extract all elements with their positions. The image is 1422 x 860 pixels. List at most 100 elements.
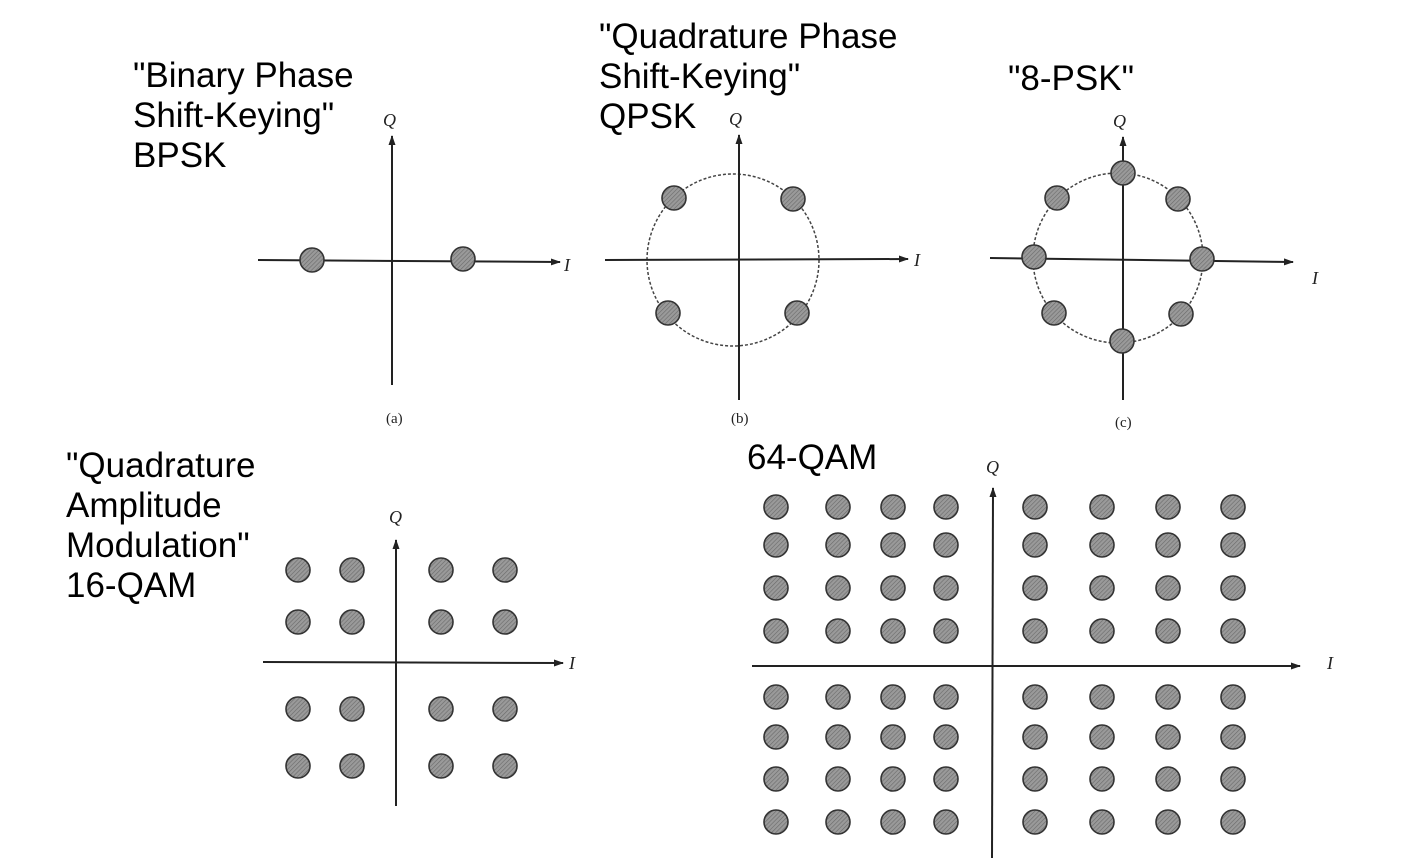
64qam-point [933,494,959,520]
8psk-sublabel: (c) [1115,415,1132,431]
64qam-point [933,809,959,835]
qpsk-i-label: I [913,250,921,270]
8psk-point [1044,185,1070,211]
64qam-point [933,766,959,792]
64qam-point [1089,766,1115,792]
64qam-point [1089,532,1115,558]
16qam-i-label: I [568,653,576,673]
16qam-point [339,753,365,779]
64qam-point [880,532,906,558]
8psk-point [1021,244,1047,270]
8psk-i-label: I [1311,268,1319,288]
64qam-point [825,766,851,792]
bpsk-title: "Binary Phase Shift-Keying" BPSK [133,56,354,175]
64qam-point [763,809,789,835]
bpsk-q-label: Q [383,110,396,130]
qpsk-point [784,300,810,326]
64qam-point [1220,766,1246,792]
64qam-point [763,532,789,558]
64qam-point [880,618,906,644]
8psk-diagram: I Q (c) [989,111,1319,431]
qpsk-point [661,185,687,211]
64qam-point [1155,494,1181,520]
64qam-point [1155,532,1181,558]
64qam-point [1220,532,1246,558]
8psk-point [1165,186,1191,212]
64qam-diagram: I Q [752,457,1334,859]
64qam-point [1220,618,1246,644]
bpsk-point [299,247,325,273]
64qam-point [825,494,851,520]
16qam-point [428,557,454,583]
8psk-q-label: Q [1113,111,1126,131]
64qam-point [1155,684,1181,710]
8psk-point [1110,160,1136,186]
qpsk-title: "Quadrature Phase Shift-Keying" QPSK [599,17,898,136]
64qam-point [933,532,959,558]
16qam-point [492,696,518,722]
64qam-q-label: Q [986,457,999,477]
64qam-title: 64-QAM [747,438,878,477]
16qam-point [339,609,365,635]
qpsk-point [655,300,681,326]
64qam-point [933,724,959,750]
64qam-point [933,618,959,644]
64qam-point [1089,724,1115,750]
bpsk-diagram: I Q (a) [257,110,571,427]
64qam-point [1022,684,1048,710]
64qam-point [763,766,789,792]
64qam-point [825,532,851,558]
64qam-point [1155,724,1181,750]
16qam-point [428,696,454,722]
64qam-point [880,494,906,520]
16qam-point [492,753,518,779]
64qam-i-label: I [1326,653,1334,673]
64qam-point [1089,575,1115,601]
64qam-point [880,684,906,710]
qpsk-point [780,186,806,212]
bpsk-point [450,246,476,272]
64qam-point [1220,684,1246,710]
8psk-title: "8-PSK" [1008,59,1135,98]
16qam-point [492,609,518,635]
8psk-point [1168,301,1194,327]
64qam-point [825,618,851,644]
64qam-point [825,684,851,710]
64qam-point [1089,494,1115,520]
64qam-point [825,809,851,835]
64qam-q-axis [989,487,997,859]
64qam-point [1220,724,1246,750]
64qam-point [880,766,906,792]
64qam-point [763,618,789,644]
64qam-point [1155,766,1181,792]
64qam-point [763,575,789,601]
64qam-point [1155,618,1181,644]
64qam-point [763,724,789,750]
64qam-point [1022,494,1048,520]
64qam-point [933,684,959,710]
16qam-title: "Quadrature Amplitude Modulation" 16-QAM [66,446,256,605]
64qam-point [933,575,959,601]
64qam-point [1022,724,1048,750]
8psk-point [1041,300,1067,326]
16qam-point [285,557,311,583]
64qam-point [1089,618,1115,644]
64qam-point [1022,575,1048,601]
64qam-point [763,494,789,520]
16qam-point [428,753,454,779]
64qam-point [763,684,789,710]
16qam-point [339,696,365,722]
16qam-point [428,609,454,635]
64qam-point [1022,766,1048,792]
64qam-point [1155,575,1181,601]
qpsk-i-axis [604,255,909,263]
64qam-point [1022,618,1048,644]
16qam-point [492,557,518,583]
16qam-point [285,753,311,779]
64qam-point [1220,809,1246,835]
16qam-i-axis [262,659,564,667]
16qam-point [285,696,311,722]
16qam-point [285,609,311,635]
64qam-point [880,809,906,835]
